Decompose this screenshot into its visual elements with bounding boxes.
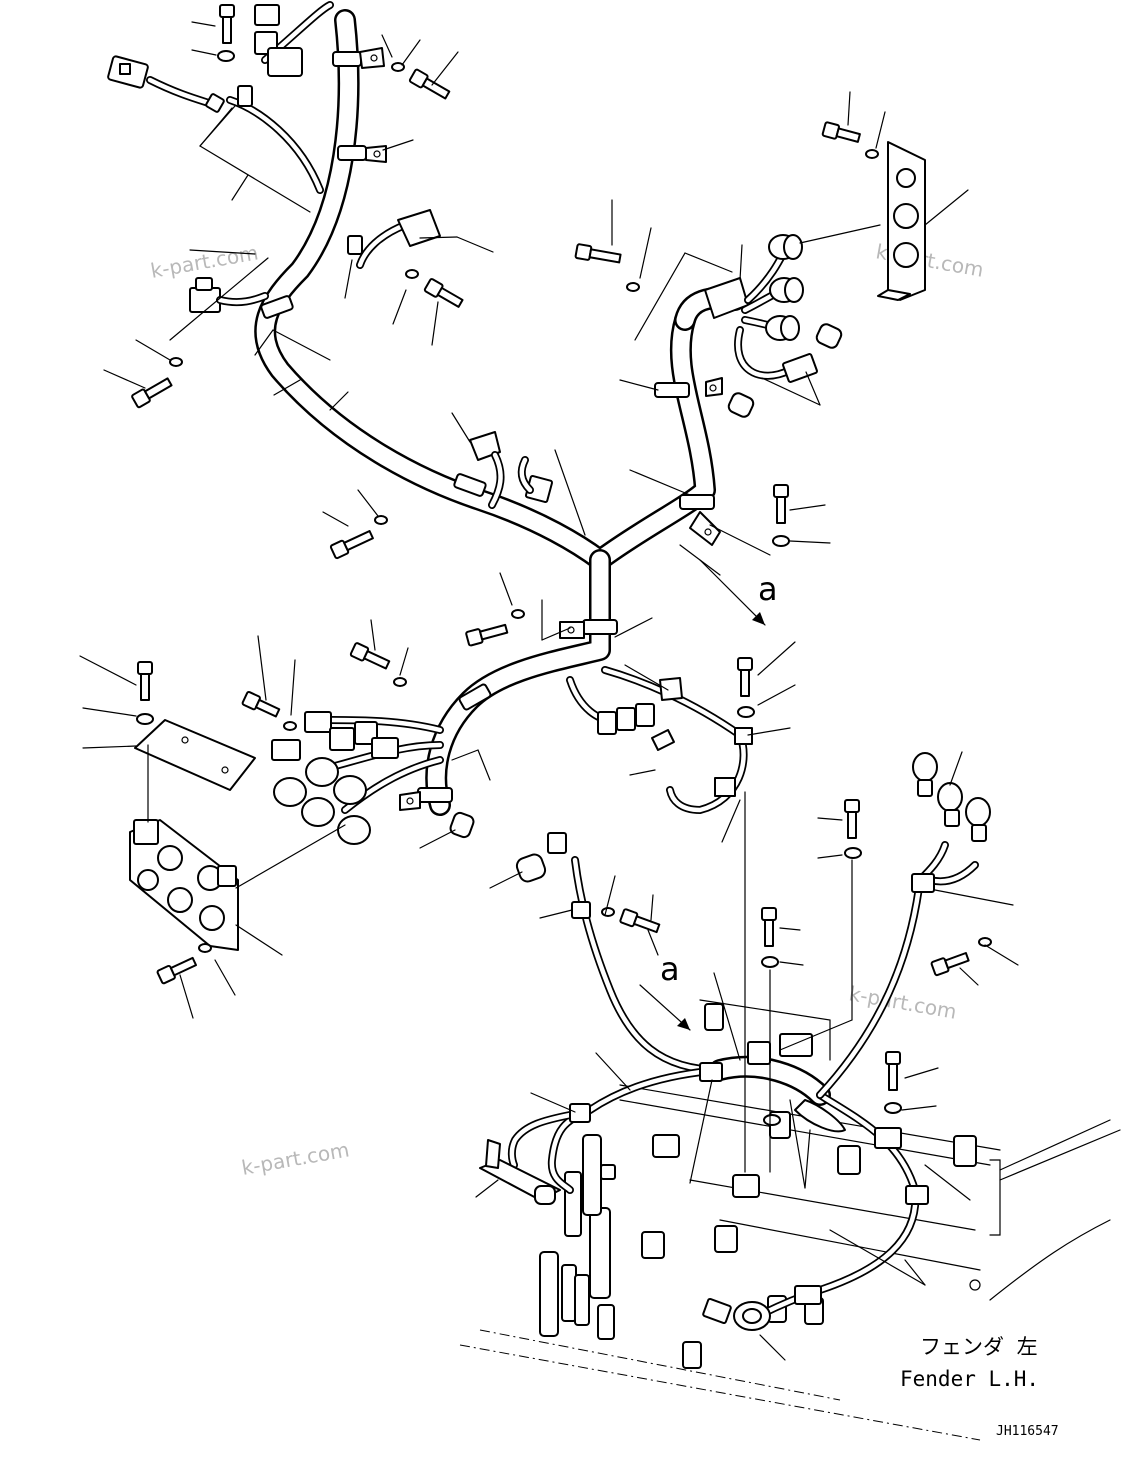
bolt-icon [737, 657, 753, 697]
view-arrow: a [699, 559, 778, 626]
left-connector-cluster [129, 711, 475, 951]
bolts-and-washers [131, 4, 992, 1114]
washer-icon [283, 721, 297, 731]
bolt-icon [844, 799, 860, 839]
main-harness [254, 9, 746, 816]
bolt-icon [465, 623, 509, 647]
upper-left-connectors [107, 1, 441, 313]
bolt-icon [408, 68, 451, 100]
washer-icon [511, 609, 525, 619]
washer-icon [761, 956, 779, 968]
bolt-icon [156, 956, 198, 985]
watermark: k-part.com [847, 981, 958, 1024]
washer-icon [169, 357, 183, 367]
bolt-icon [349, 642, 391, 670]
washer-icon [737, 706, 755, 718]
location-label-jp: フェンダ 左 [920, 1335, 1038, 1359]
location-label-en: Fender L.H. [900, 1367, 1039, 1391]
bolt-icon [131, 377, 173, 409]
bolt-icon [329, 530, 374, 560]
washer-icon [374, 515, 388, 525]
bolt-icon [137, 661, 153, 701]
leader-lines [79, 21, 1019, 1361]
upper-right-connectors [704, 141, 926, 418]
view-marker-label: a [660, 950, 680, 988]
bolt-icon [761, 907, 777, 947]
right-branch-wires [566, 666, 753, 814]
washer-icon [405, 269, 419, 279]
washer-icon [978, 937, 992, 947]
washer-icon [884, 1102, 902, 1114]
bolt-icon [930, 952, 970, 977]
view-arrow: a [639, 950, 691, 1031]
washer-icon [844, 847, 862, 859]
watermark: k-part.com [149, 240, 260, 283]
drawing-code: JH116547 [996, 1424, 1059, 1439]
washer-icon [393, 677, 407, 687]
washer-icon [217, 50, 235, 62]
bolt-icon [574, 243, 622, 264]
view-marker-label: a [758, 570, 778, 608]
lower-harness [479, 752, 991, 1331]
washer-icon [865, 149, 879, 159]
washer-icon [772, 535, 790, 547]
watermark: k-part.com [240, 1137, 351, 1180]
bolt-icon [885, 1051, 901, 1091]
washer-icon [626, 282, 640, 292]
washer-icon [198, 943, 212, 953]
bolt-icon [219, 4, 235, 44]
bolt-icon [619, 908, 661, 934]
washer-icon [391, 62, 405, 72]
washer-icon [601, 907, 615, 917]
mid-connectors [469, 431, 554, 509]
bolt-icon [241, 690, 281, 718]
washer-icon [136, 713, 154, 725]
fender-frame [459, 999, 1121, 1441]
bolt-icon [423, 278, 464, 308]
bolt-icon [773, 484, 789, 524]
bolt-icon [821, 121, 861, 143]
